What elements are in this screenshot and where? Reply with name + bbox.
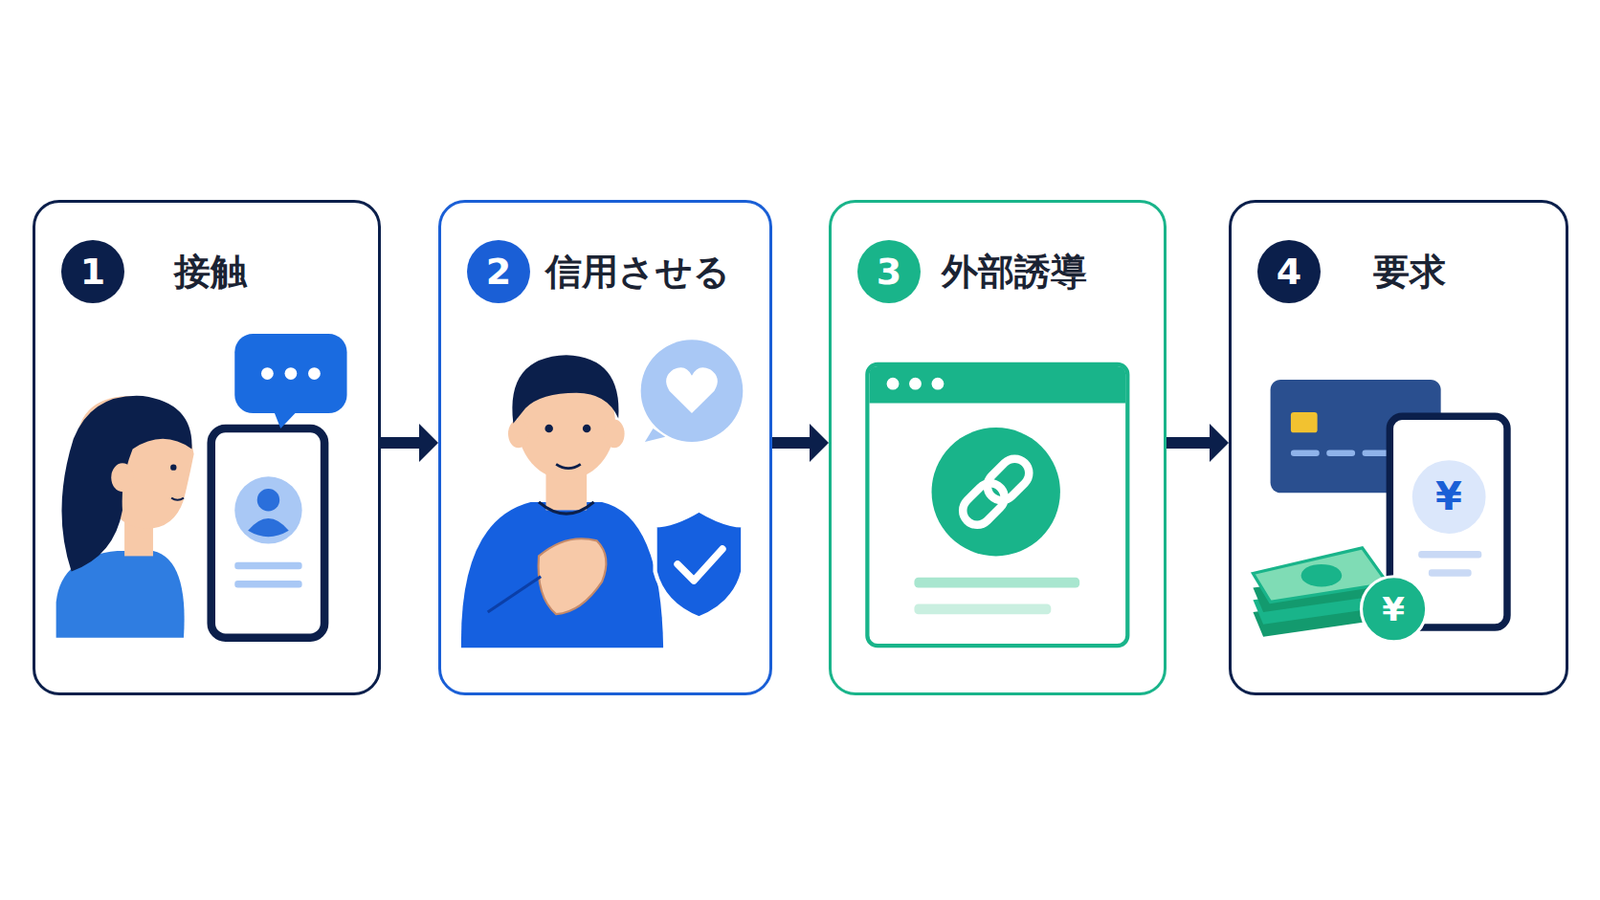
callout-number: 1 bbox=[80, 250, 106, 293]
heart-bubble bbox=[641, 339, 744, 443]
step-title: 信用させる bbox=[545, 240, 731, 304]
currency-symbol: ¥ bbox=[1435, 477, 1463, 516]
flow-arrow bbox=[1166, 423, 1229, 463]
step-number: 1 bbox=[61, 240, 125, 304]
step-box: 信用させる 2 bbox=[438, 200, 773, 696]
step-title: 外部誘導 bbox=[941, 240, 1088, 304]
shield-icon bbox=[655, 510, 744, 619]
currency-symbol: ¥ bbox=[1381, 593, 1405, 626]
phone-icon bbox=[211, 428, 325, 639]
step-number: 3 bbox=[857, 240, 921, 304]
callout-number: 4 bbox=[1276, 250, 1302, 293]
callout-number: 2 bbox=[486, 250, 512, 293]
man-figure bbox=[461, 355, 664, 648]
step-box: 外部誘導 3 bbox=[828, 200, 1167, 696]
browser-window bbox=[866, 364, 1128, 646]
cash-stack bbox=[1252, 548, 1426, 643]
flow-arrow bbox=[772, 423, 829, 463]
woman-figure bbox=[56, 396, 195, 639]
step-box: 接触 1 bbox=[32, 200, 381, 696]
flow-arrow bbox=[380, 423, 439, 463]
step-number: 4 bbox=[1257, 240, 1321, 304]
speech-bubble bbox=[234, 333, 347, 429]
step-title: 接触 bbox=[174, 240, 247, 304]
callout-number: 3 bbox=[876, 250, 902, 293]
step-number: 2 bbox=[466, 240, 531, 304]
step-title: 要求 bbox=[1373, 240, 1446, 304]
